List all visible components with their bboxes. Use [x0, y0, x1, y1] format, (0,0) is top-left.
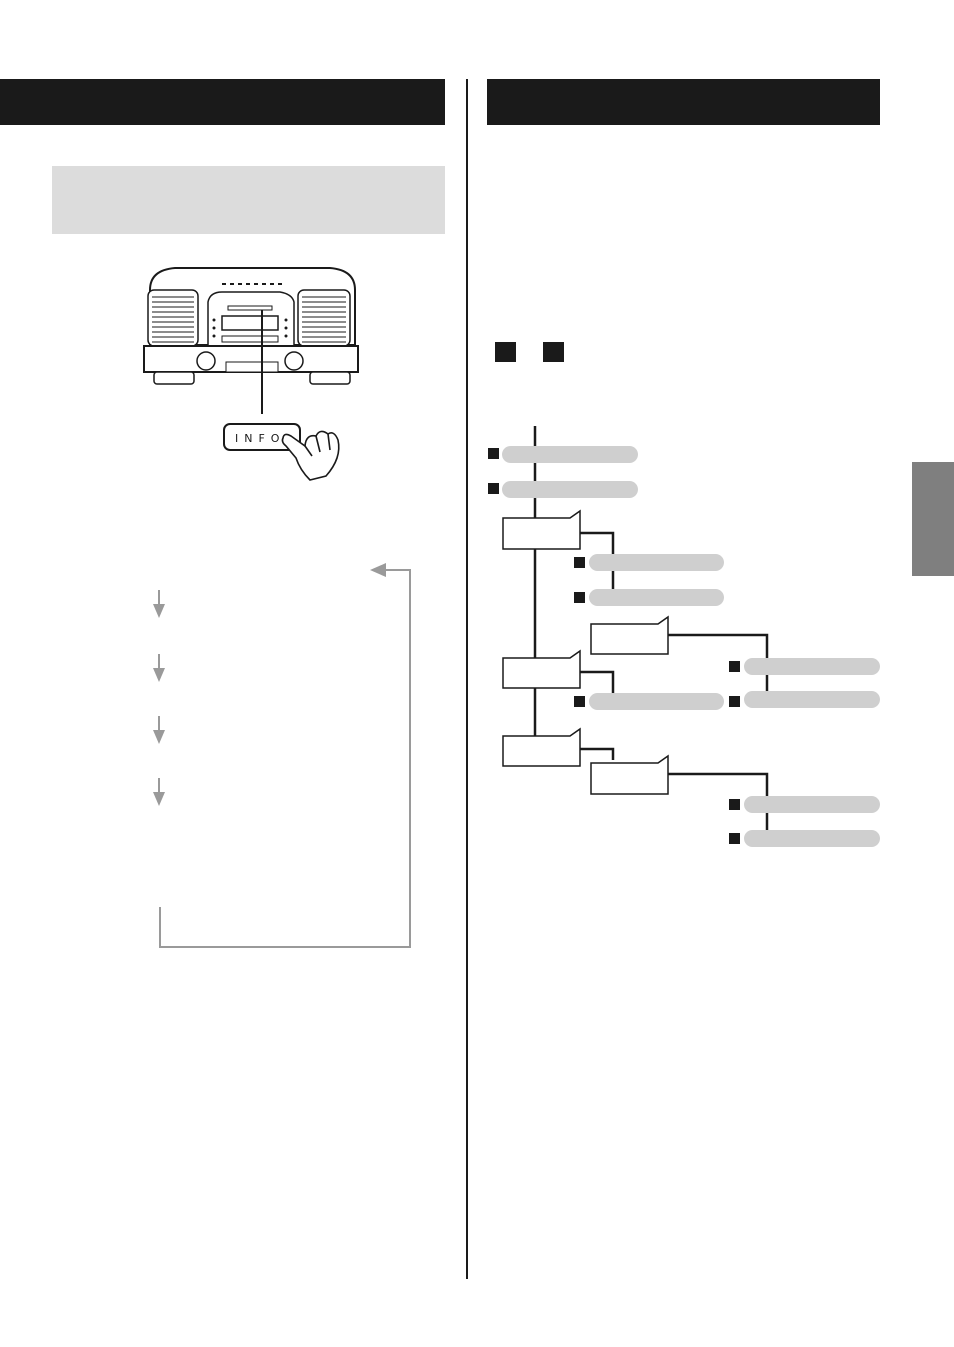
- folder-tree-diagram: [488, 426, 880, 847]
- file-square-icon: [574, 696, 585, 707]
- info-button-label: INFO: [235, 432, 285, 445]
- file-square-icon: [729, 833, 740, 844]
- file-pill: [744, 658, 880, 675]
- folder-icon: [590, 754, 669, 795]
- file-square-icon: [488, 483, 499, 494]
- file-square-icon: [574, 557, 585, 568]
- flow-arrow-3: [153, 716, 165, 744]
- flow-arrow-4: [153, 778, 165, 806]
- file-square-icon: [729, 661, 740, 672]
- column-divider: [466, 79, 468, 1279]
- file-square-icon: [729, 696, 740, 707]
- right-section-header: [487, 79, 880, 125]
- file-square-icon: [495, 342, 516, 362]
- file-pill: [744, 796, 880, 813]
- flow-return-loop: [159, 569, 411, 948]
- file-square-icon: [488, 448, 499, 459]
- file-pill: [589, 589, 724, 606]
- file-square-icon: [574, 592, 585, 603]
- info-button-illustration: INFO: [223, 423, 301, 451]
- file-square-icon: [729, 799, 740, 810]
- note-box: [52, 166, 445, 234]
- file-pill: [502, 481, 638, 498]
- radio-player-illustration: [143, 267, 359, 385]
- flow-arrow-1: [153, 590, 165, 618]
- folder-icon: [590, 615, 669, 655]
- file-pill: [744, 830, 880, 847]
- flow-arrow-2: [153, 654, 165, 682]
- file-pill: [502, 446, 638, 463]
- folder-icon: [502, 649, 581, 689]
- file-pill: [744, 691, 880, 708]
- pointing-hand-icon: [281, 430, 340, 481]
- chapter-side-tab: [912, 462, 954, 576]
- flow-return-arrowhead: [370, 563, 386, 577]
- folder-icon: [502, 727, 581, 767]
- file-square-icon: [543, 342, 564, 362]
- file-pill: [589, 554, 724, 571]
- folder-icon: [502, 509, 581, 550]
- left-section-header: [0, 79, 445, 125]
- file-pill: [589, 693, 724, 710]
- display-cycle-flow: [153, 563, 411, 948]
